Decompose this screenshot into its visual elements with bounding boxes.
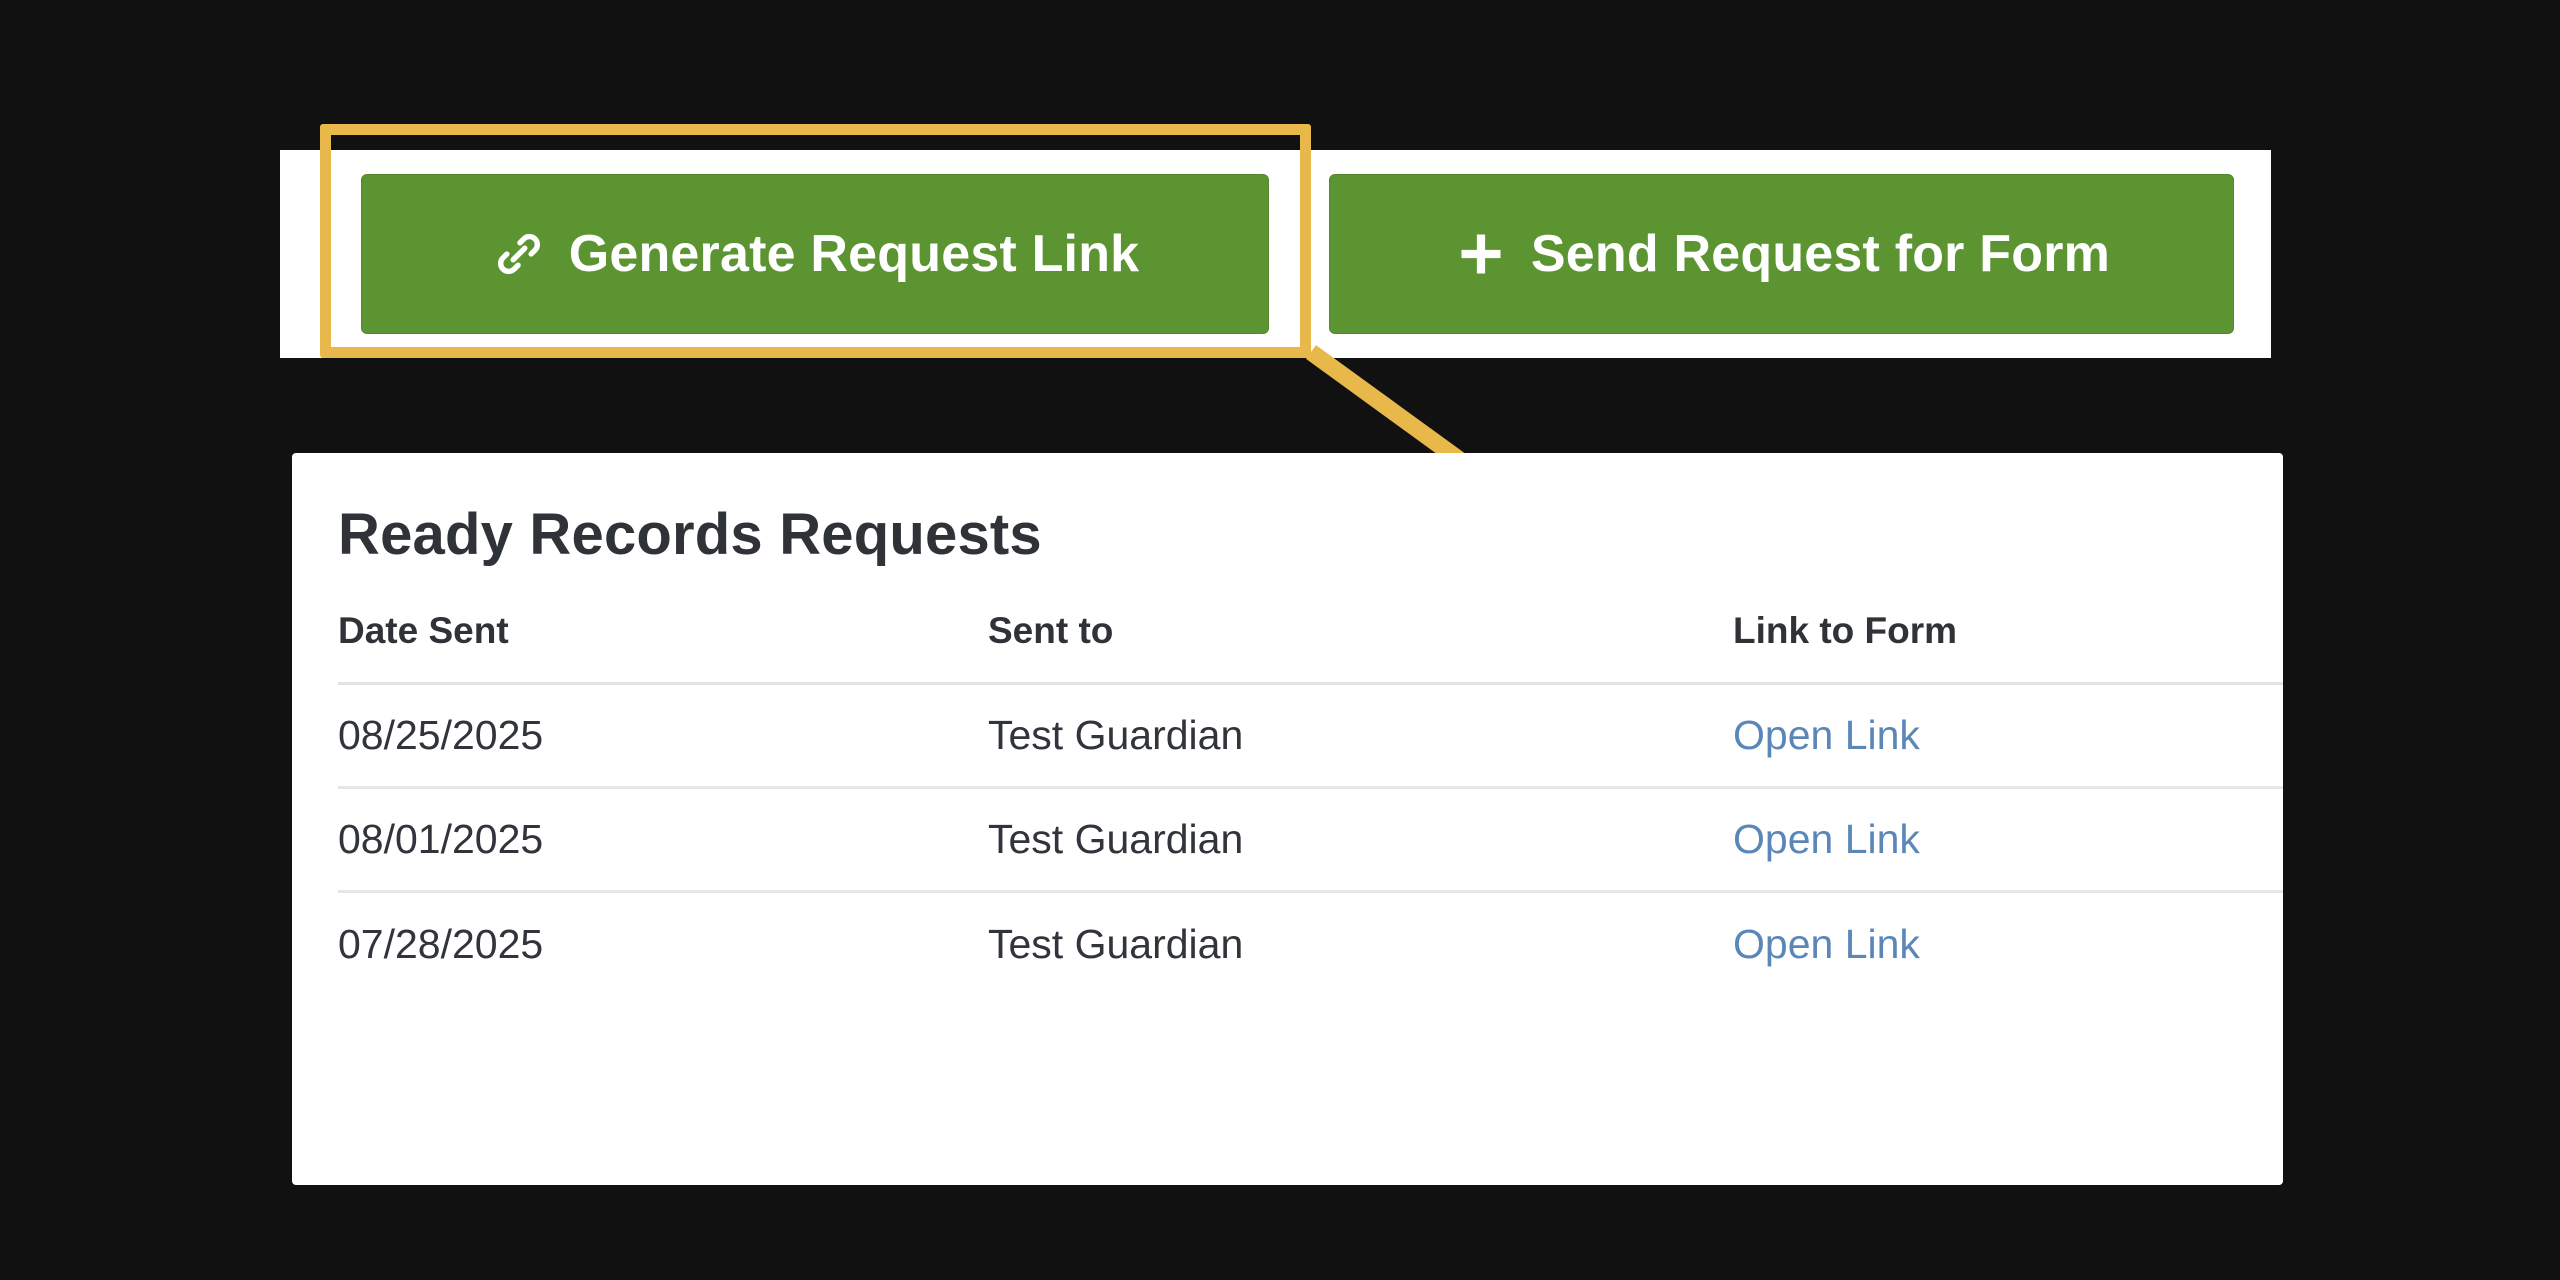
column-header-link-to-form: Link to Form bbox=[1733, 610, 2283, 685]
ready-records-requests-card: Ready Records Requests Date Sent Sent to… bbox=[292, 453, 2283, 1185]
open-link[interactable]: Open Link bbox=[1733, 920, 1920, 967]
open-link[interactable]: Open Link bbox=[1733, 712, 1920, 758]
table-row: 07/28/2025 Test Guardian Open Link bbox=[338, 892, 2283, 996]
column-header-sent-to: Sent to bbox=[988, 610, 1733, 685]
table-row: 08/25/2025 Test Guardian Open Link bbox=[338, 683, 2283, 789]
toolbar-panel: Generate Request Link Send Request for F… bbox=[280, 150, 2271, 358]
link-icon bbox=[491, 226, 547, 282]
send-request-for-form-label: Send Request for Form bbox=[1530, 225, 2111, 283]
cell-sent-to: Test Guardian bbox=[988, 787, 1733, 893]
generate-request-link-button[interactable]: Generate Request Link bbox=[361, 174, 1269, 334]
send-request-for-form-button[interactable]: Send Request for Form bbox=[1329, 174, 2234, 334]
cell-link-to-form: Open Link bbox=[1733, 787, 2283, 893]
plus-icon bbox=[1453, 226, 1509, 282]
cell-sent-to: Test Guardian bbox=[988, 920, 1244, 967]
page-title: Ready Records Requests bbox=[338, 502, 1042, 567]
cell-date-sent: 08/01/2025 bbox=[338, 787, 988, 893]
open-link[interactable]: Open Link bbox=[1733, 816, 1920, 862]
table-row: 08/01/2025 Test Guardian Open Link bbox=[338, 787, 2283, 893]
generate-request-link-label: Generate Request Link bbox=[568, 225, 1140, 283]
table-header-row: Date Sent Sent to Link to Form bbox=[338, 610, 2283, 685]
column-header-date-sent: Date Sent bbox=[338, 610, 988, 685]
cell-date-sent: 08/25/2025 bbox=[338, 683, 988, 789]
cell-date-sent: 07/28/2025 bbox=[338, 920, 544, 967]
cell-sent-to: Test Guardian bbox=[988, 683, 1733, 789]
cell-link-to-form: Open Link bbox=[1733, 683, 2283, 789]
cell-link-to-form: Open Link bbox=[1733, 892, 2283, 996]
requests-table: Date Sent Sent to Link to Form 08/25/202… bbox=[338, 610, 2283, 996]
